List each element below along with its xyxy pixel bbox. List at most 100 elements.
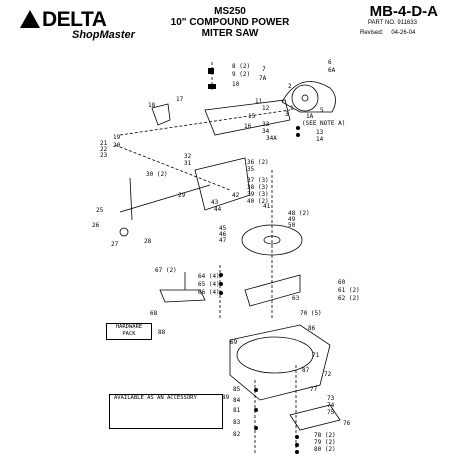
blade-guard: [281, 81, 336, 113]
screw-13: [296, 126, 300, 130]
callout-label: 5: [320, 107, 324, 114]
callout-label: 49: [288, 216, 296, 223]
pivot-rod: [119, 184, 211, 213]
callout-label: 27: [111, 241, 119, 248]
washer-66: [219, 291, 223, 295]
callout-label: 69: [230, 339, 238, 346]
revised-date: 04-26-04: [391, 30, 416, 36]
callout-label: 9 (2): [232, 71, 250, 78]
callout-label: 13: [316, 129, 324, 136]
callout-label: 72: [324, 371, 332, 378]
callout-label: 38 (3): [247, 184, 269, 191]
lock-rod: [129, 177, 133, 221]
callout-label: 80 (2): [314, 446, 336, 453]
sub-brand-name: ShopMaster: [72, 29, 135, 41]
callout-label: 64 (4): [198, 273, 220, 280]
callout-label: 26: [92, 222, 100, 229]
callout-label: 7A: [259, 75, 267, 82]
callout-label: 47: [219, 237, 227, 244]
fastener-parts: [208, 68, 300, 454]
handle: [151, 103, 171, 126]
washer-85: [254, 426, 258, 430]
callout-label: 71: [312, 352, 320, 359]
callout-label: 85: [233, 386, 241, 393]
callout-label: 23: [100, 152, 108, 159]
callout-label: 88: [158, 329, 166, 336]
callout-label: 50: [288, 222, 296, 229]
base-table: [236, 336, 314, 374]
callout-label: 16: [244, 123, 252, 130]
hardware-pack-line-1: HARDWARE: [115, 324, 143, 330]
callout-label: 67 (2): [155, 267, 177, 274]
part-number: PART NO. 911633: [368, 20, 417, 26]
revision: Revised: 04-26-04: [360, 30, 415, 37]
callout-label: (SEE NOTE A): [302, 120, 345, 127]
callout-label: 61 (2): [338, 287, 360, 294]
saw-base: [229, 324, 331, 401]
callout-label: 35: [247, 166, 255, 173]
callout-label: 65 (4): [198, 281, 220, 288]
callout-label: 34A: [266, 135, 277, 142]
saw-arm: [204, 99, 291, 136]
callout-label: 45: [219, 225, 227, 232]
washer-80: [295, 450, 299, 454]
callout-label: 81: [233, 407, 241, 414]
accessory-text: AVAILABLE AS AN ACCESSORY: [114, 395, 197, 401]
callout-label: 73: [327, 395, 335, 402]
callout-label: 7: [262, 66, 266, 73]
callout-label: 86: [308, 325, 316, 332]
callout-label: 60: [338, 279, 346, 286]
callout-label: 11: [255, 98, 263, 105]
callout-label: 37 (3): [247, 177, 269, 184]
callout-label: 30 (2): [146, 171, 168, 178]
callout-label: 40 (2): [247, 198, 269, 205]
model-number: MS250: [214, 6, 246, 17]
callout-label: 46: [219, 231, 227, 238]
callout-label: 19: [113, 134, 121, 141]
callout-label: 3: [285, 111, 289, 118]
callout-label: 76: [343, 420, 351, 427]
callout-label: 1: [290, 105, 294, 112]
document-title: MS250 10" COMPOUND POWER MITER SAW: [150, 6, 310, 39]
diagram-linework: [114, 62, 341, 455]
callout-label: 34: [262, 128, 270, 135]
lock-knob: [119, 227, 129, 237]
callout-label: 32: [184, 153, 192, 160]
callout-label: 6A: [328, 67, 336, 74]
title-line-2: MITER SAW: [201, 28, 259, 39]
miter-knob: [289, 404, 341, 431]
callout-label: 15: [248, 113, 256, 120]
callout-labels: 3 2 1 1A (SEE NOTE A) 5 6 6A 7 7A 8 (2) …: [92, 59, 360, 453]
callout-label: 44: [214, 206, 222, 213]
washer-83: [254, 408, 258, 412]
callout-label: 20: [113, 142, 121, 149]
callout-label: 83: [233, 419, 241, 426]
brand-name: DELTA: [42, 8, 107, 31]
arm-centerline: [119, 109, 291, 136]
callout-label: 42: [232, 192, 240, 199]
fence: [244, 274, 301, 307]
callout-label: 12: [262, 105, 270, 112]
washer-64: [219, 273, 223, 277]
screw-8: [208, 68, 214, 74]
pivot-axis: [114, 144, 231, 191]
callout-label: 87: [302, 367, 310, 374]
hardware-pack-note: HARDWARE PACK: [106, 323, 152, 340]
callout-label: 84: [233, 397, 241, 404]
washer-65: [219, 282, 223, 286]
callout-label: 10: [232, 81, 240, 88]
callout-label: 33: [262, 121, 270, 128]
screw-14: [296, 133, 300, 137]
pivot-bracket: [194, 157, 251, 211]
callout-label: 78 (2): [314, 432, 336, 439]
callout-label: 39 (3): [247, 191, 269, 198]
callout-label: 1A: [306, 113, 314, 120]
work-clamp: [159, 289, 206, 303]
callout-label: 74: [327, 402, 335, 409]
callout-label: 70 (5): [300, 310, 322, 317]
callout-label: 82: [233, 431, 241, 438]
title-line-1: 10" COMPOUND POWER: [170, 17, 290, 28]
revised-label: Revised:: [360, 30, 384, 36]
callout-label: 21: [100, 140, 108, 147]
callout-label: 79 (2): [314, 439, 336, 446]
